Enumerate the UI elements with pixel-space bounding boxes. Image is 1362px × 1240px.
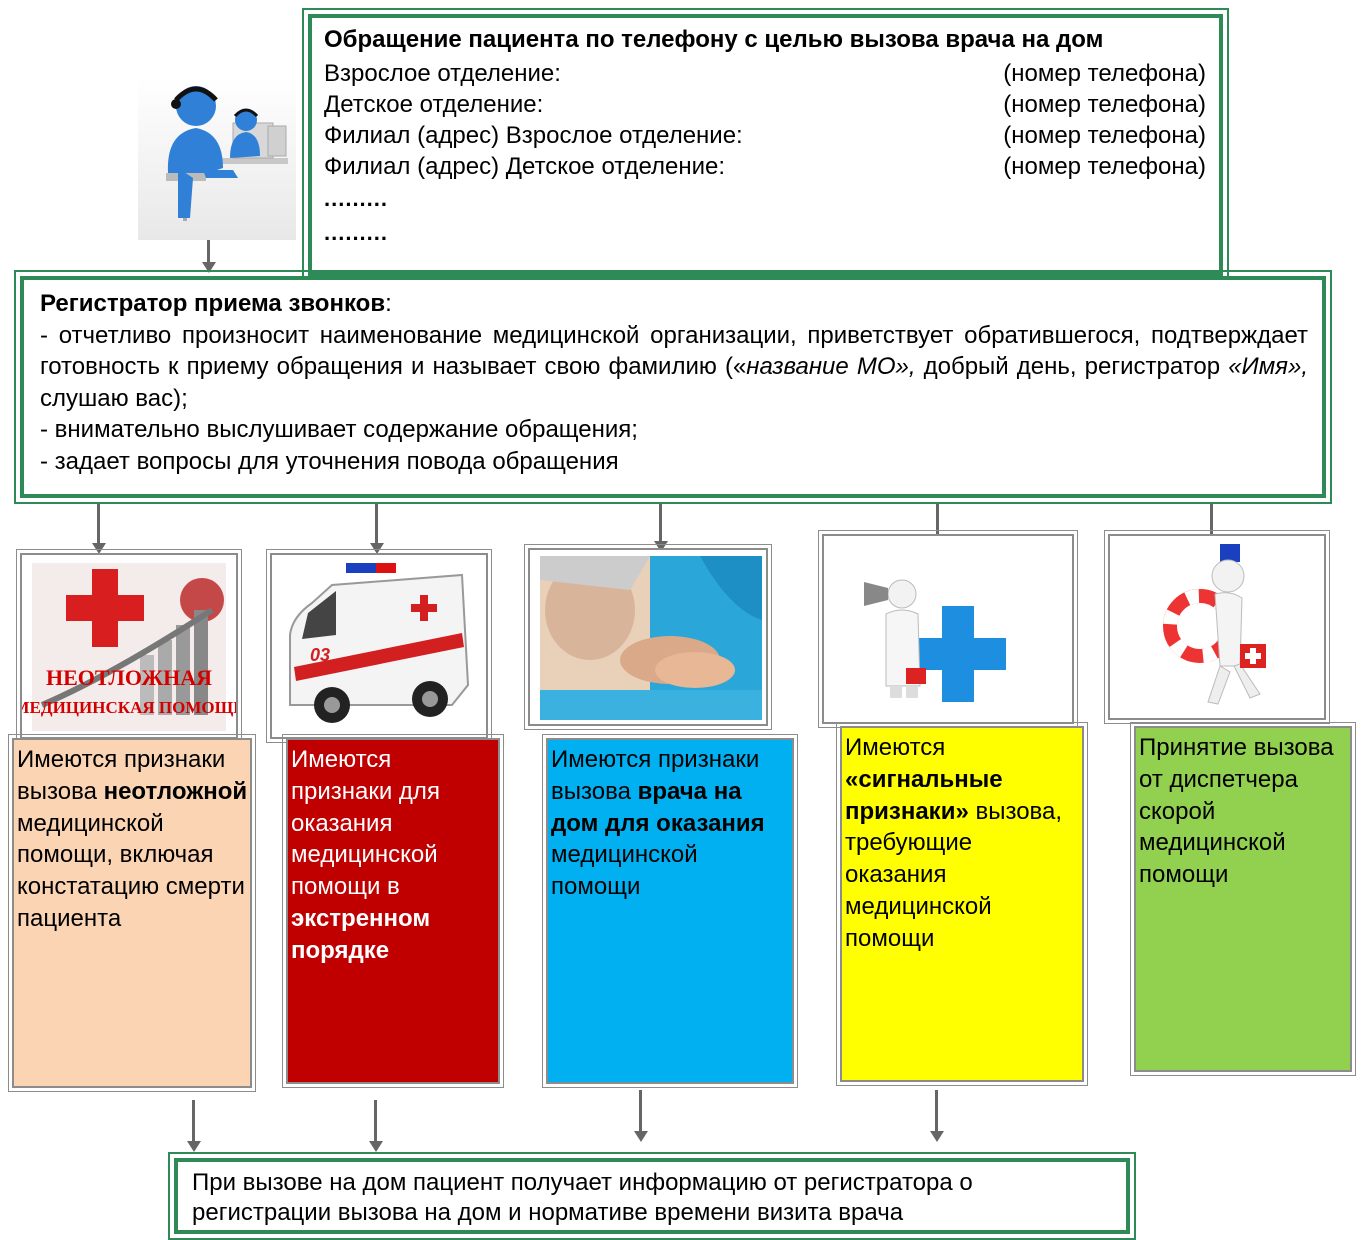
registrar-duty-1: - отчетливо произносит наименование меди… [40, 321, 1308, 412]
category-ambulance-dispatch-box: Принятие вызова от диспетчера скорой мед… [1130, 722, 1356, 1076]
contact-phone: (номер телефона) [1003, 122, 1206, 149]
registrar-box: Регистратор приема звонков: - отчетливо … [14, 270, 1332, 504]
arrow-down-icon [930, 1131, 944, 1142]
contact-phone: (номер телефона) [1003, 91, 1206, 118]
connector-line [97, 504, 100, 544]
connector-line [374, 1100, 377, 1142]
registrar-duty-3: - задает вопросы для уточнения повода об… [40, 447, 619, 475]
arrow-down-icon [634, 1131, 648, 1142]
contact-label: Детское отделение: [324, 91, 544, 118]
arrow-down-icon [369, 1141, 383, 1152]
urgent-care-image: НЕОТЛОЖНАЯ МЕДИЦИНСКАЯ ПОМОЩЬ [13, 549, 245, 743]
arrow-down-icon [370, 543, 384, 554]
ambulance-number: 03 [310, 645, 330, 665]
megaphone-doctor-image [818, 530, 1078, 728]
urgent-caption-2: МЕДИЦИНСКАЯ ПОМОЩЬ [22, 698, 236, 717]
call-operator-icon [138, 78, 296, 240]
ambulance-image: 03 [266, 549, 492, 743]
home-visit-info-box: При вызове на дом пациент получает инфор… [168, 1152, 1136, 1240]
registrar-duty-2: - внимательно выслушивает содержание обр… [40, 416, 638, 443]
category-home-visit-box: Имеются признаки вызова врача на дом для… [542, 734, 798, 1088]
ellipsis-row: ......... [324, 186, 389, 211]
urgent-caption-1: НЕОТЛОЖНАЯ [46, 665, 212, 690]
arrow-down-icon [654, 541, 668, 552]
lifebuoy-doctor-image [1104, 530, 1330, 724]
call-contacts-box: Обращение пациента по телефону с целью в… [302, 8, 1229, 282]
ellipsis-row: ......... [324, 220, 389, 245]
category-signal-box: Имеются «сигнальные признаки» вызова, тр… [836, 722, 1088, 1086]
home-visit-info-text: При вызове на дом пациент получает инфор… [192, 1169, 973, 1226]
connector-line [935, 1090, 938, 1132]
arrow-down-icon [202, 262, 216, 273]
connector-line [207, 240, 210, 262]
registrar-text: Регистратор приема звонков: - отчетливо … [40, 288, 1308, 477]
call-contacts-title: Обращение пациента по телефону с целью в… [324, 26, 1104, 53]
connector-line [1210, 504, 1213, 536]
arrow-down-icon [92, 543, 106, 554]
care-hands-image [524, 544, 772, 730]
connector-line [639, 1090, 642, 1132]
contact-label: Взрослое отделение: [324, 60, 561, 87]
category-emergency-box: Имеются признаки для оказания медицинско… [282, 734, 504, 1088]
connector-line [659, 504, 662, 542]
connector-line [375, 504, 378, 544]
registrar-title: Регистратор приема звонков [40, 290, 386, 317]
category-urgent-box: Имеются признаки вызова неотложной медиц… [8, 734, 256, 1092]
connector-line [192, 1100, 195, 1142]
contact-phone: (номер телефона) [1003, 153, 1206, 180]
contact-label: Филиал (адрес) Детское отделение: [324, 153, 726, 180]
arrow-down-icon [187, 1141, 201, 1152]
connector-line [936, 504, 939, 536]
contact-label: Филиал (адрес) Взрослое отделение: [324, 122, 743, 149]
contact-phone: (номер телефона) [1003, 60, 1206, 87]
